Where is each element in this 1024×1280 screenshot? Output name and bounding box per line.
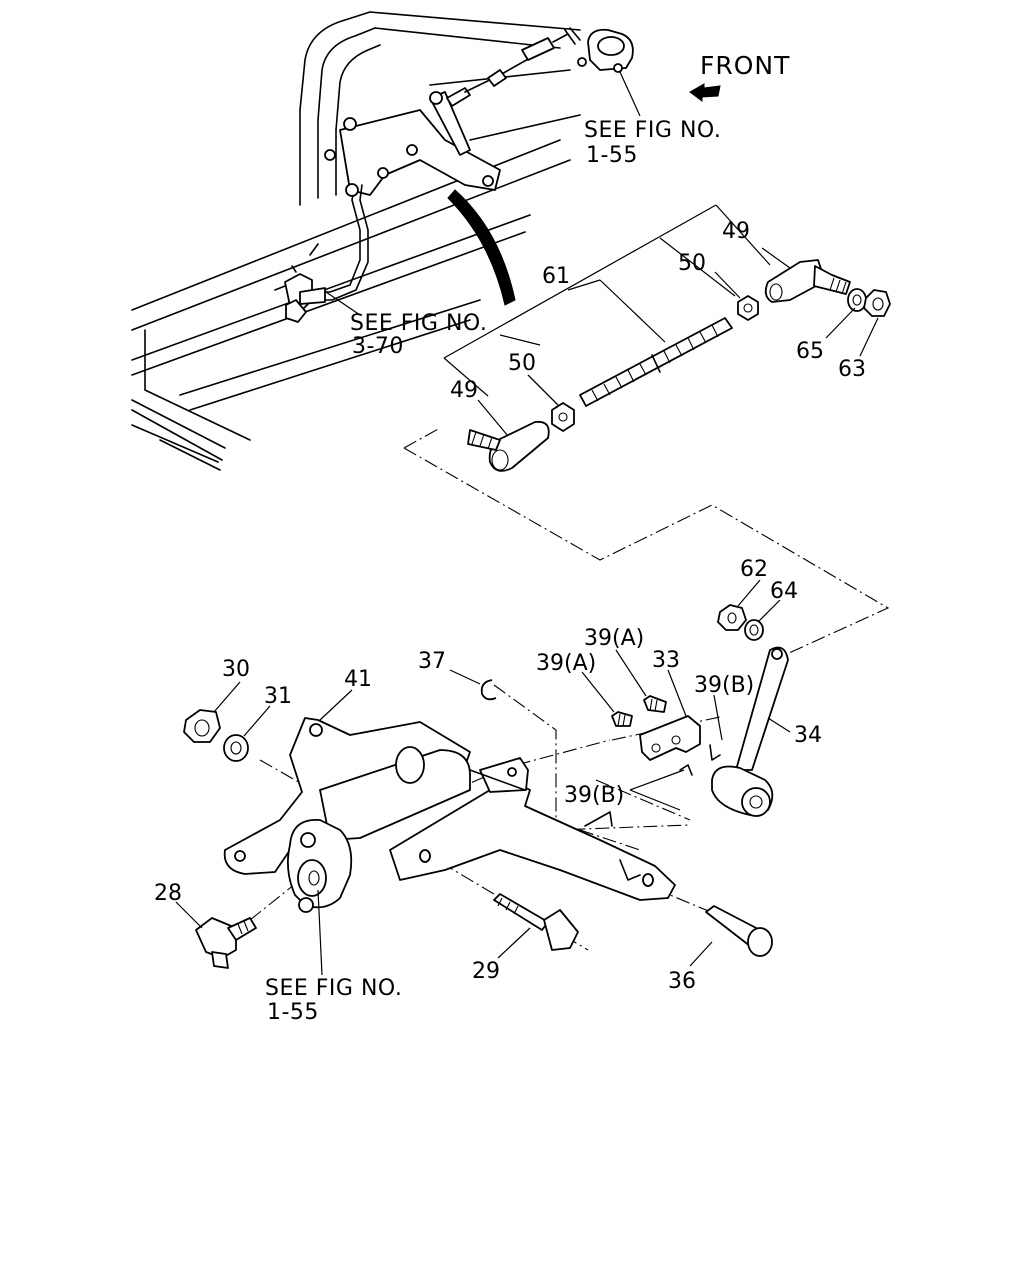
callout-39a-left: 39(A): [536, 651, 596, 676]
front-label: FRONT: [700, 51, 790, 80]
callout-leaders: [175, 247, 879, 967]
adjusting-rod-assembly: [443, 204, 891, 472]
ref-top-center-line1: SEE FIG NO.: [350, 311, 487, 336]
callout-64: 64: [770, 579, 798, 604]
callout-30: 30: [222, 657, 250, 682]
pin-39b: [679, 744, 721, 776]
rod-end-49-upper: [764, 259, 851, 303]
ref-top-center-line2: 3-70: [352, 334, 404, 359]
rod-61: [579, 317, 733, 407]
pin-36: [705, 905, 773, 957]
chassis-frame: [131, 11, 581, 471]
callout-36: 36: [668, 969, 696, 994]
lower-bracket-assembly: [183, 604, 789, 969]
clip-37: [480, 679, 497, 701]
ref-top-right-line1: SEE FIG NO.: [584, 118, 721, 143]
callout-49-lower: 49: [450, 378, 478, 403]
screw-39a-right: [643, 695, 667, 713]
callout-31: 31: [264, 684, 292, 709]
nut-50-lower: [551, 402, 575, 432]
callout-50-upper: 50: [678, 251, 706, 276]
callout-39a-right: 39(A): [584, 626, 644, 651]
nut-30: [183, 709, 221, 743]
ref-bottom-left-line1: SEE FIG NO.: [265, 976, 402, 1001]
nut-50-upper: [737, 295, 759, 321]
bolt-29: [493, 893, 579, 951]
reference-top-center: SEE FIG NO. 3-70: [325, 291, 487, 359]
callout-65: 65: [796, 339, 824, 364]
callout-33: 33: [652, 648, 680, 673]
reference-top-right: SEE FIG NO. 1-55: [584, 71, 721, 168]
curved-indicator-arrow: [447, 189, 516, 306]
screw-39a-left: [611, 711, 633, 727]
callout-50-lower: 50: [508, 351, 536, 376]
callout-39b-lower: 39(B): [564, 783, 624, 808]
upper-linkage-assembly: [274, 27, 634, 323]
front-direction-indicator: FRONT: [689, 51, 790, 102]
callout-39b-upper: 39(B): [694, 673, 754, 698]
washer-64: [744, 619, 764, 641]
washer-31: [223, 734, 249, 762]
reference-bottom-left: SEE FIG NO. 1-55: [265, 889, 402, 1025]
callout-63: 63: [838, 357, 866, 382]
shaft-housing: [319, 749, 471, 841]
callout-62: 62: [740, 557, 768, 582]
callout-37: 37: [418, 649, 446, 674]
elbow-fitting-28: [195, 917, 257, 969]
callout-61: 61: [542, 264, 570, 289]
rod-end-49-lower: [467, 420, 550, 472]
ref-top-right-line2: 1-55: [586, 143, 638, 168]
callout-34: 34: [794, 723, 822, 748]
front-arrow-icon: [689, 83, 721, 102]
callout-41: 41: [344, 667, 372, 692]
plate-33: [639, 715, 701, 761]
callout-49-upper: 49: [722, 219, 750, 244]
nut-63: [863, 289, 891, 317]
lever-34: [711, 646, 789, 817]
callout-28: 28: [154, 881, 182, 906]
callout-29: 29: [472, 959, 500, 984]
callout-numbers: 49 50 61 65 63 50 49 62 64 30 31 41 37 3…: [154, 219, 866, 994]
nut-62: [717, 604, 747, 631]
ref-bottom-left-line2: 1-55: [267, 1000, 319, 1025]
